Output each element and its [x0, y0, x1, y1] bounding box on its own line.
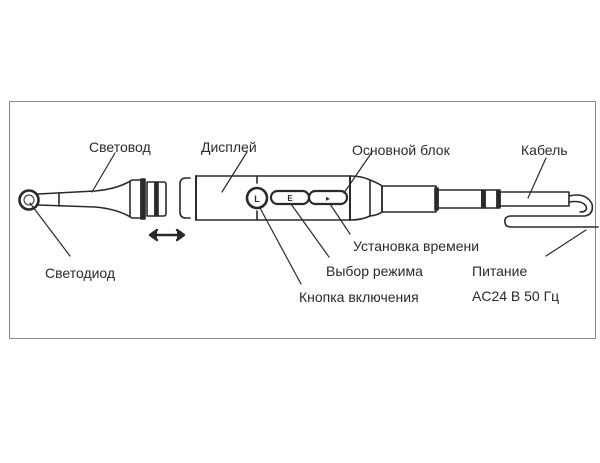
main-unit-rear [369, 179, 501, 217]
mode-button-glyph: E [287, 194, 293, 203]
cable [499, 191, 599, 228]
leader-cable [527, 157, 547, 199]
leader-power-button [259, 207, 302, 285]
label-cable: Кабель [521, 142, 568, 158]
light-guide [37, 178, 167, 220]
leader-mode-button [290, 203, 330, 258]
leader-lines [29, 151, 587, 285]
label-power-button: Кнопка включения [299, 289, 419, 305]
leader-display [221, 151, 248, 193]
label-led: Светодиод [45, 265, 116, 281]
label-mode-select: Выбор режима [326, 263, 423, 279]
main-body [179, 175, 371, 221]
leader-time-button [329, 203, 351, 235]
leader-light-guide [91, 152, 116, 193]
time-button-glyph: ▸ [326, 194, 330, 203]
label-power-supply-spec: AC24 В 50 Гц [472, 288, 560, 304]
power-button[interactable] [245, 186, 269, 210]
leader-power-supply [545, 229, 587, 257]
detach-arrow-icon [148, 228, 186, 242]
label-light-guide: Световод [89, 139, 151, 155]
time-button[interactable] [307, 189, 349, 206]
power-button-glyph: L [254, 194, 260, 204]
led-head [18, 189, 40, 211]
label-time-setting: Установка времени [353, 238, 480, 254]
leader-main-unit [343, 151, 373, 194]
label-display: Дисплей [201, 139, 257, 155]
diagram-frame [9, 101, 596, 339]
label-main-unit: Основной блок [352, 142, 450, 158]
label-power-supply: Питание [472, 263, 528, 279]
leader-led [29, 202, 71, 257]
